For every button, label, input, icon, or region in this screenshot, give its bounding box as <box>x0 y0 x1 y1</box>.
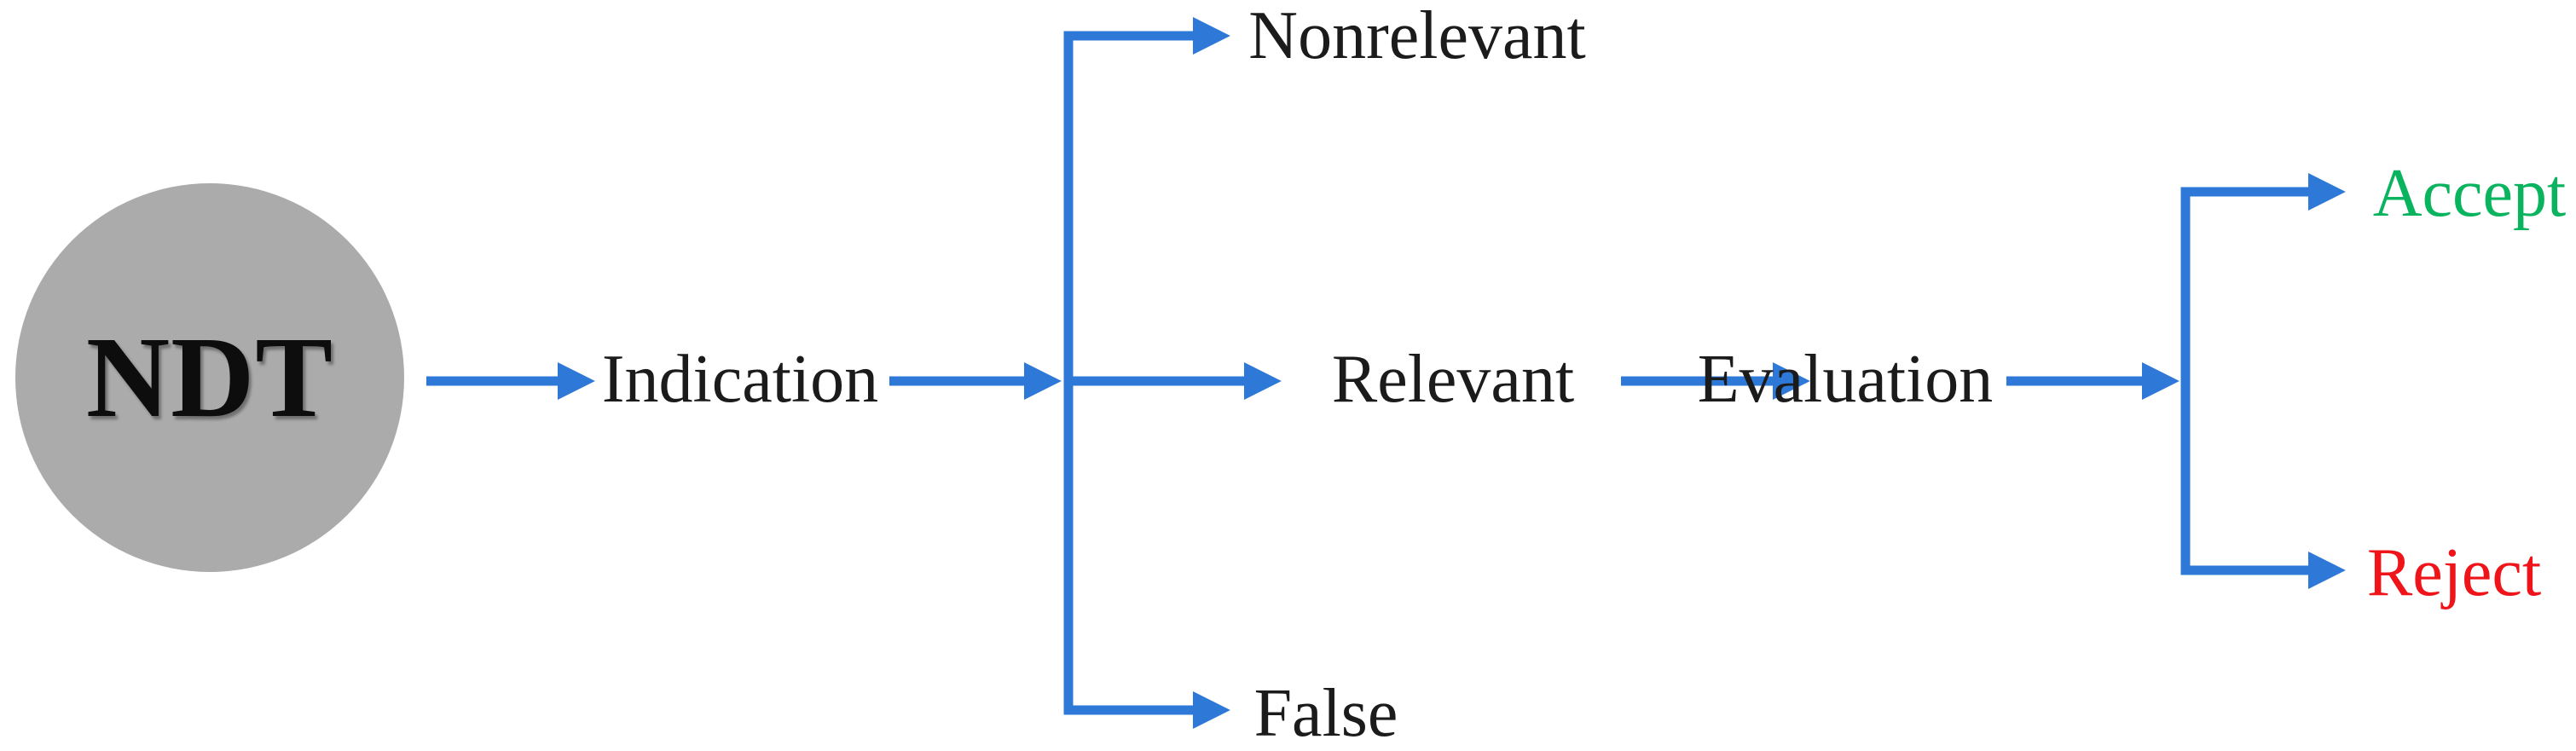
node-label-indication: Indication <box>601 342 879 417</box>
ndt-circle <box>15 183 404 572</box>
node-label-accept: Accept <box>2372 156 2567 231</box>
node-label-reject: Reject <box>2366 535 2542 610</box>
node-label-false: False <box>1253 676 1398 751</box>
node-label-ndt: NDT <box>85 314 334 442</box>
node-label-evaluation: Evaluation <box>1697 342 1994 417</box>
node-label-relevant: Relevant <box>1331 342 1575 417</box>
node-label-nonrelevant: Nonrelevant <box>1248 0 1586 73</box>
